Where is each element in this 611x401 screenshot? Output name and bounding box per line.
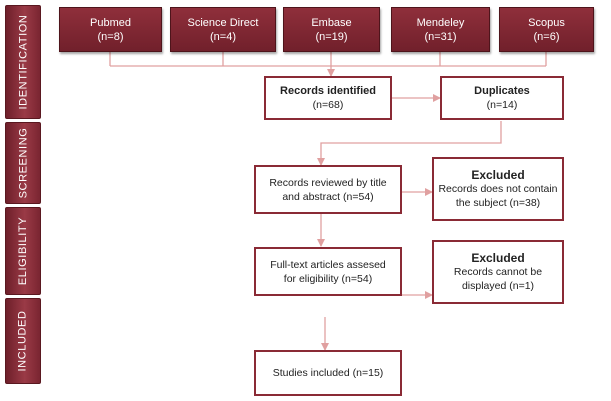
records-screened-box: Records reviewed by title and abstract (… xyxy=(254,165,402,214)
studies-included-text: Studies included (n=15) xyxy=(272,367,384,379)
source-count: (n=4) xyxy=(210,30,236,43)
stage-tab-included: INCLUDED xyxy=(5,298,41,384)
stage-label: INCLUDED xyxy=(17,310,29,372)
excluded-eligibility-title: Excluded xyxy=(471,251,525,265)
stage-tab-screening: SCREENING xyxy=(5,122,41,204)
source-embase: Embase (n=19) xyxy=(283,7,380,52)
excluded-screening-title: Excluded xyxy=(471,168,525,182)
source-count: (n=19) xyxy=(315,30,348,43)
records-screened-line2: and abstract (n=54) xyxy=(282,190,374,203)
excluded-eligibility-line2: displayed (n=1) xyxy=(461,280,535,292)
records-screened-line1: Records reviewed by title xyxy=(269,176,387,189)
fulltext-line1: Full-text articles assesed xyxy=(270,258,386,271)
duplicates-title: Duplicates xyxy=(474,85,530,97)
source-name: Pubmed xyxy=(90,16,131,29)
source-name: Scopus xyxy=(528,16,565,29)
source-count: (n=31) xyxy=(424,30,457,43)
source-count: (n=6) xyxy=(533,30,560,43)
stage-tab-identification: IDENTIFICATION xyxy=(5,5,41,119)
excluded-eligibility-box: Excluded Records cannot be displayed (n=… xyxy=(432,240,564,304)
studies-included-box: Studies included (n=15) xyxy=(254,350,402,396)
duplicates-box: Duplicates (n=14) xyxy=(440,76,564,120)
excluded-screening-box: Excluded Records does not contain the su… xyxy=(432,157,564,221)
source-scopus: Scopus (n=6) xyxy=(499,7,594,52)
source-pubmed: Pubmed (n=8) xyxy=(59,7,162,52)
source-count: (n=8) xyxy=(97,30,124,43)
source-name: Mendeley xyxy=(416,16,465,29)
connector-duplicates-to-screened xyxy=(317,121,502,166)
excluded-screening-line1: Records does not contain xyxy=(438,183,558,195)
records-identified-box: Records identified (n=68) xyxy=(264,76,392,120)
stage-tab-eligibility: ELIGIBILITY xyxy=(5,207,41,295)
stage-label: ELIGIBILITY xyxy=(17,216,30,286)
records-identified-count: (n=68) xyxy=(312,99,344,111)
source-mendeley: Mendeley (n=31) xyxy=(391,7,490,52)
excluded-screening-line2: the subject (n=38) xyxy=(455,197,541,209)
source-science-direct: Science Direct (n=4) xyxy=(170,7,276,52)
fulltext-assessed-box: Full-text articles assesed for eligibili… xyxy=(254,247,402,296)
fulltext-line2: for eligibility (n=54) xyxy=(283,272,373,285)
stage-label: SCREENING xyxy=(17,127,29,199)
excluded-eligibility-line1: Records cannot be xyxy=(453,266,543,278)
source-name: Embase xyxy=(311,16,352,29)
duplicates-count: (n=14) xyxy=(486,99,518,111)
connector-source-bus xyxy=(109,52,547,67)
source-name: Science Direct xyxy=(187,16,259,29)
stage-label: IDENTIFICATION xyxy=(17,14,30,110)
records-identified-title: Records identified xyxy=(280,85,376,97)
